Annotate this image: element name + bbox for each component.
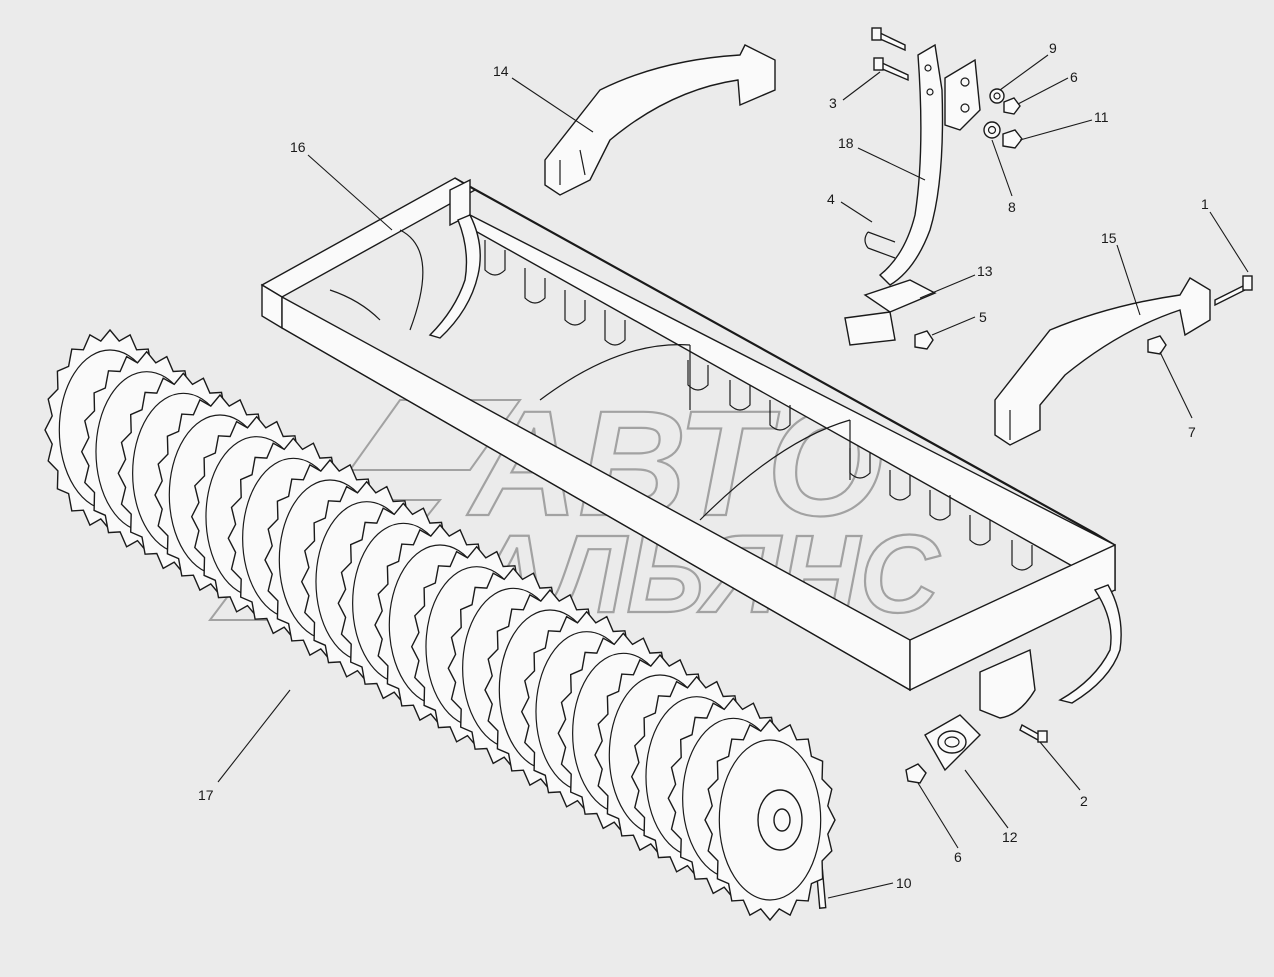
roller-bracket — [979, 648, 1036, 719]
bracket-part-15 — [994, 277, 1211, 446]
callout-4: 4 — [827, 191, 835, 207]
callout-10: 10 — [896, 875, 912, 891]
callout-3: 3 — [829, 95, 837, 111]
roller-part-17 — [44, 328, 836, 922]
callout-7: 7 — [1188, 424, 1196, 440]
u-bolt-part-4 — [864, 231, 896, 259]
roller-shaft — [773, 808, 791, 832]
roller-disc-inner — [718, 739, 822, 901]
callout-13: 13 — [977, 263, 993, 279]
callout-8: 8 — [1008, 199, 1016, 215]
frame-part-16 — [260, 177, 1122, 719]
washer-part-9 — [989, 88, 1005, 104]
callout-6-lower: 6 — [954, 849, 962, 865]
bearing-part-12 — [924, 714, 981, 772]
nut-part-6 — [1003, 97, 1021, 115]
clamp-plate — [944, 58, 981, 131]
bolt-part-3 — [873, 57, 909, 82]
frame-tabs — [484, 240, 1033, 571]
callout-1: 1 — [1201, 196, 1209, 212]
callout-5: 5 — [979, 309, 987, 325]
leader-lines — [217, 54, 1249, 899]
nut-part-11 — [1002, 129, 1023, 149]
nut-part-6-lower — [905, 763, 927, 784]
tine-part-18 — [878, 43, 944, 286]
nut-part-5 — [914, 330, 934, 350]
callout-labels: 1 2 3 4 5 6 6 7 8 9 10 11 12 13 14 15 16… — [198, 40, 1209, 891]
callout-11: 11 — [1094, 109, 1109, 125]
washer-part-8-hole — [987, 125, 997, 135]
callout-12: 12 — [1002, 829, 1018, 845]
callout-18: 18 — [838, 135, 854, 151]
bolt-part-2 — [1019, 724, 1048, 743]
callout-16: 16 — [290, 139, 306, 155]
washer-part-8 — [983, 121, 1001, 139]
point-part-13 — [844, 279, 937, 346]
callout-6-upper: 6 — [1070, 69, 1078, 85]
bolt-part-1 — [1214, 275, 1253, 307]
callout-14: 14 — [493, 63, 509, 79]
callout-15: 15 — [1101, 230, 1117, 246]
nut-part-7 — [1147, 335, 1167, 355]
callout-9: 9 — [1049, 40, 1057, 56]
callout-17: 17 — [198, 787, 214, 803]
washer-part-9-hole — [993, 92, 1001, 100]
bracket-part-14 — [544, 44, 776, 196]
callout-2: 2 — [1080, 793, 1088, 809]
bolt-part-1-top — [871, 27, 906, 52]
